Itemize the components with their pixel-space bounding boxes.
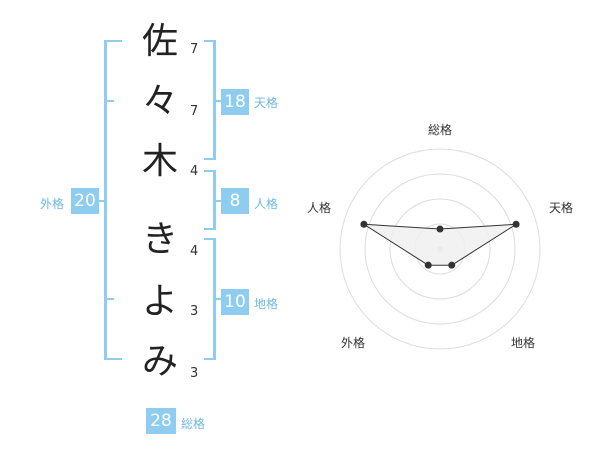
radar-ring <box>339 148 541 350</box>
radar-point-chikaku <box>448 261 456 269</box>
chikaku-label: 地格 <box>254 297 279 311</box>
name-char-3: 木 <box>141 141 178 182</box>
radar-point-soukaku <box>436 225 444 233</box>
name-char-5: よ <box>141 281 178 322</box>
radar-label-soukaku: 総格 <box>428 123 453 137</box>
stroke-count-3: 4 <box>190 164 199 179</box>
name-char-2: 々 <box>141 81 178 122</box>
name-char-1: 佐 <box>141 21 178 62</box>
stroke-count-6: 3 <box>190 366 199 381</box>
stroke-count-4: 4 <box>190 244 199 259</box>
stroke-count-5: 3 <box>190 304 199 319</box>
jinkaku-value: 8 <box>221 188 249 214</box>
soukaku-value: 28 <box>146 408 176 434</box>
radar-ring <box>389 198 491 300</box>
stroke-count-2: 7 <box>190 104 199 119</box>
radar-label-tenkaku: 天格 <box>549 201 574 215</box>
radar-polygon <box>363 223 517 266</box>
stroke-count-1: 7 <box>190 42 199 57</box>
gaikaku-value: 20 <box>71 188 99 214</box>
radar-point-gaikaku <box>424 261 432 269</box>
radar-ring <box>364 173 516 325</box>
radar-point-tenkaku <box>512 220 520 228</box>
gaikaku-label: 外格 <box>40 197 65 211</box>
radar-point-jinkaku <box>360 220 368 228</box>
radar-label-chikaku: 地格 <box>511 336 536 350</box>
soukaku-label: 総格 <box>181 417 206 431</box>
chikaku-value: 10 <box>221 289 249 315</box>
tenkaku-value: 18 <box>221 89 249 115</box>
radar-label-jinkaku: 人格 <box>307 201 332 215</box>
name-char-4: き <box>141 219 178 260</box>
jinkaku-label: 人格 <box>254 197 279 211</box>
tenkaku-label: 天格 <box>254 96 279 110</box>
name-char-6: み <box>141 341 178 382</box>
radar-label-gaikaku: 外格 <box>341 336 366 350</box>
